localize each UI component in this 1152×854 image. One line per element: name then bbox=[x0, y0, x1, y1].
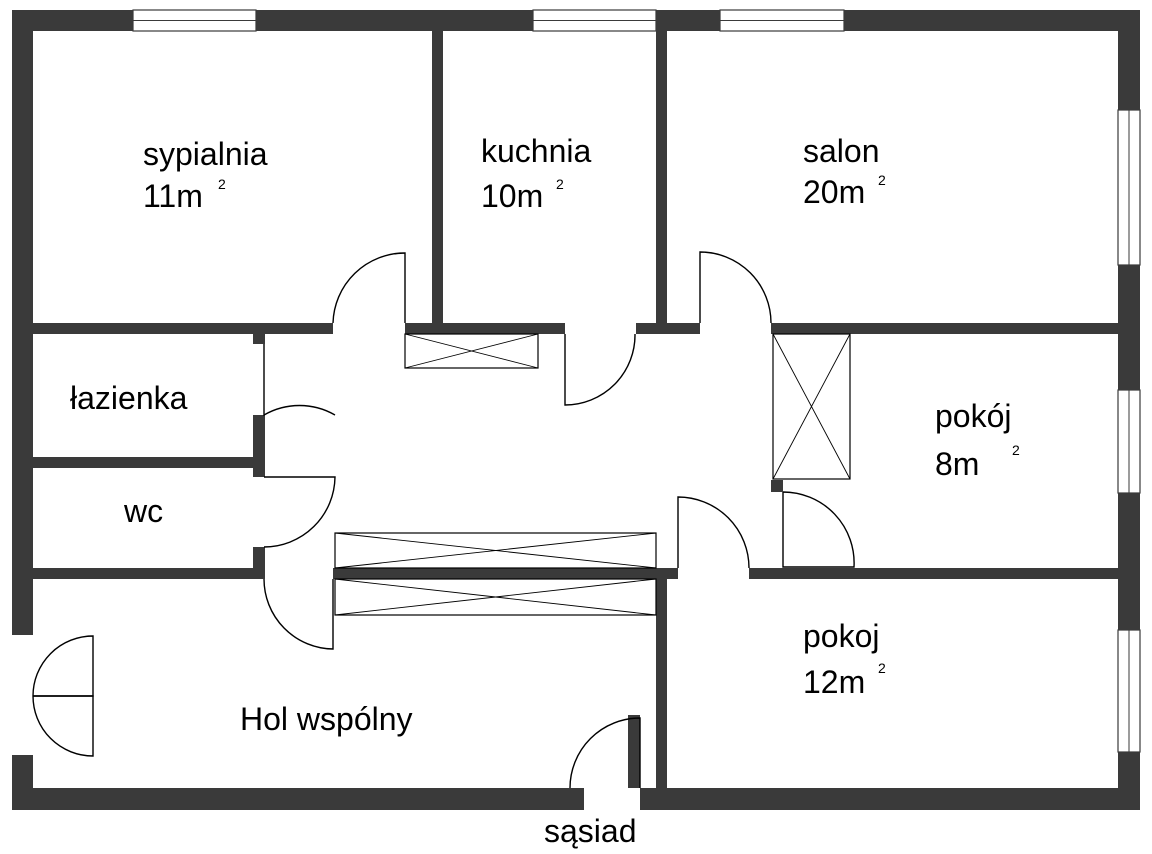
area-sup-sypialnia: 2 bbox=[218, 176, 226, 192]
label-kuchnia: kuchnia bbox=[481, 133, 592, 169]
wall-kuchnia-salon bbox=[656, 31, 667, 333]
wall-sypialnia-bottom bbox=[33, 323, 333, 334]
room-labels: sypialnia 11m 2 kuchnia 10m 2 salon 20m … bbox=[70, 133, 1020, 849]
door-pokoj8 bbox=[782, 491, 855, 568]
area-sup-pokoj12: 2 bbox=[878, 660, 886, 676]
door-neighbor bbox=[569, 717, 641, 789]
area-sypialnia: 11m bbox=[143, 178, 203, 214]
doors bbox=[32, 251, 855, 789]
area-pokoj8: 8m bbox=[935, 446, 979, 482]
interior-walls bbox=[33, 31, 1118, 788]
door-entrance-lower bbox=[32, 695, 94, 757]
door-sypialnia bbox=[332, 252, 406, 324]
door-entrance-upper bbox=[32, 635, 94, 697]
label-pokoj12: pokoj bbox=[803, 618, 880, 654]
area-kuchnia: 10m bbox=[481, 178, 543, 214]
label-lazienka: łazienka bbox=[70, 380, 188, 416]
wall-bottom-right bbox=[640, 788, 1140, 810]
label-neighbor: sąsiad bbox=[544, 813, 637, 849]
door-wc bbox=[263, 476, 336, 548]
area-sup-kuchnia: 2 bbox=[556, 176, 564, 192]
wall-bath-right-a bbox=[253, 334, 265, 344]
door-hall-wing bbox=[263, 578, 334, 650]
windows-top bbox=[132, 9, 845, 32]
wall-salon-bottom bbox=[771, 323, 1118, 334]
label-sypialnia: sypialnia bbox=[143, 136, 268, 172]
wall-pokoj12-left bbox=[656, 578, 667, 788]
wall-left-upper bbox=[12, 10, 33, 635]
label-pokoj8: pokój bbox=[935, 398, 1012, 434]
area-sup-salon: 2 bbox=[878, 172, 886, 188]
door-lazienka bbox=[263, 344, 336, 417]
wall-pokoj8-jamb bbox=[771, 480, 783, 492]
door-kuchnia bbox=[564, 333, 636, 406]
cabinets bbox=[334, 333, 851, 616]
wall-hall-divider-top bbox=[333, 568, 678, 579]
wall-lazienka-bottom bbox=[33, 457, 265, 468]
wall-sypialnia-kuchnia bbox=[432, 31, 443, 333]
wall-pokoj-divider bbox=[749, 568, 1118, 579]
wall-bath-right-b bbox=[253, 415, 265, 477]
area-pokoj12: 12m bbox=[803, 664, 865, 700]
windows-right bbox=[1117, 109, 1141, 753]
wall-bottom-left bbox=[12, 788, 584, 810]
label-hol: Hol wspólny bbox=[240, 701, 413, 737]
label-salon: salon bbox=[803, 133, 880, 169]
door-salon bbox=[699, 251, 772, 324]
wall-wc-bottom bbox=[33, 568, 265, 579]
door-pokoj12 bbox=[677, 496, 750, 569]
area-sup-pokoj8: 2 bbox=[1012, 442, 1020, 458]
wall-kuchnia-bottom-b bbox=[636, 323, 700, 334]
label-wc: wc bbox=[123, 493, 163, 529]
area-salon: 20m bbox=[803, 174, 865, 210]
wall-kuchnia-bottom-a bbox=[405, 323, 565, 334]
wall-hol-jamb bbox=[628, 715, 640, 788]
